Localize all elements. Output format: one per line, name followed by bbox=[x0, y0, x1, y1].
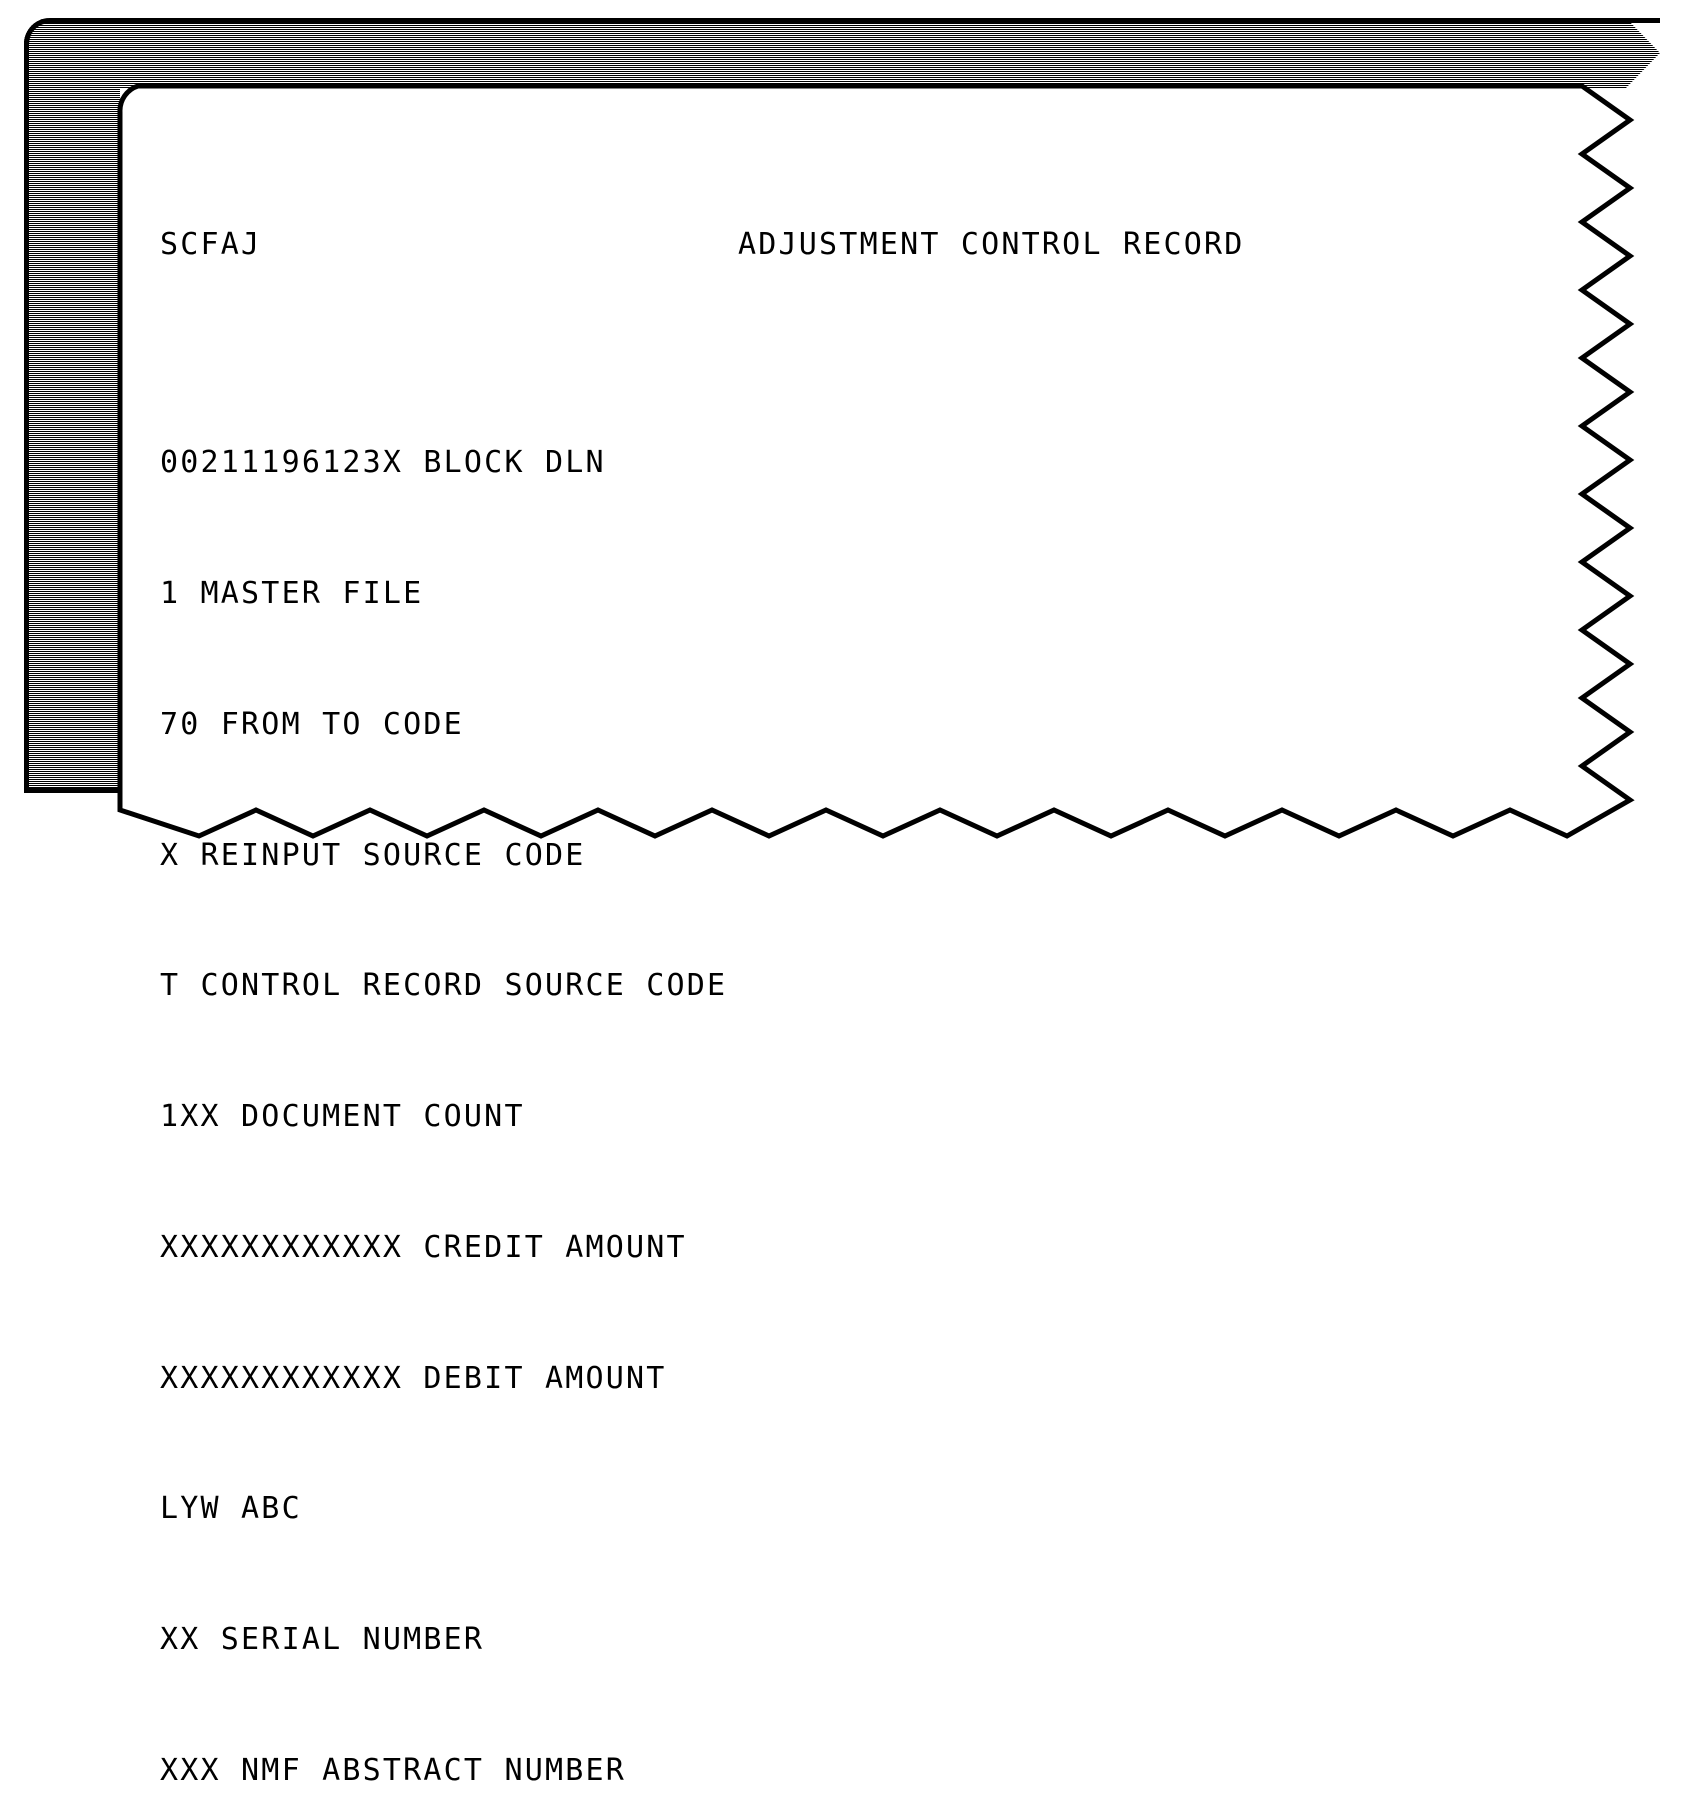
printout-illustration: SCFAJ ADJUSTMENT CONTROL RECORD 00211196… bbox=[24, 18, 1672, 1788]
printout-line-document-count: 1XX DOCUMENT COUNT bbox=[160, 1099, 525, 1135]
printout-line-from-to-code: 70 FROM TO CODE bbox=[160, 706, 464, 742]
page-outline bbox=[117, 84, 1635, 839]
printout-line-master-file: 1 MASTER FILE bbox=[160, 575, 424, 611]
screen-id-label: SCFAJ bbox=[160, 227, 262, 263]
printout-line-abc: LYW ABC bbox=[160, 1491, 302, 1527]
printout-header: SCFAJ ADJUSTMENT CONTROL RECORD bbox=[160, 223, 1490, 267]
printout-line-debit-amount: XXXXXXXXXXXX DEBIT AMOUNT bbox=[160, 1360, 667, 1396]
report-title: ADJUSTMENT CONTROL RECORD bbox=[738, 227, 1245, 263]
paper-stack-left-shadow bbox=[24, 18, 120, 793]
printout-line-credit-amount: XXXXXXXXXXXX CREDIT AMOUNT bbox=[160, 1229, 687, 1265]
printout-line-serial-number: XX SERIAL NUMBER bbox=[160, 1622, 485, 1658]
printout-line-control-record-source-code: T CONTROL RECORD SOURCE CODE bbox=[160, 968, 728, 1004]
printout-page: SCFAJ ADJUSTMENT CONTROL RECORD 00211196… bbox=[112, 84, 1672, 1788]
paper-stack-top-shadow bbox=[24, 18, 1660, 88]
printout-text-block: SCFAJ ADJUSTMENT CONTROL RECORD 00211196… bbox=[160, 136, 1490, 1810]
printout-line-nmf-abstract-number: XXX NMF ABSTRACT NUMBER bbox=[160, 1752, 627, 1788]
printout-line-reinput-source-code: X REINPUT SOURCE CODE bbox=[160, 837, 586, 873]
printout-line-block-dln: 00211196123X BLOCK DLN bbox=[160, 445, 606, 481]
